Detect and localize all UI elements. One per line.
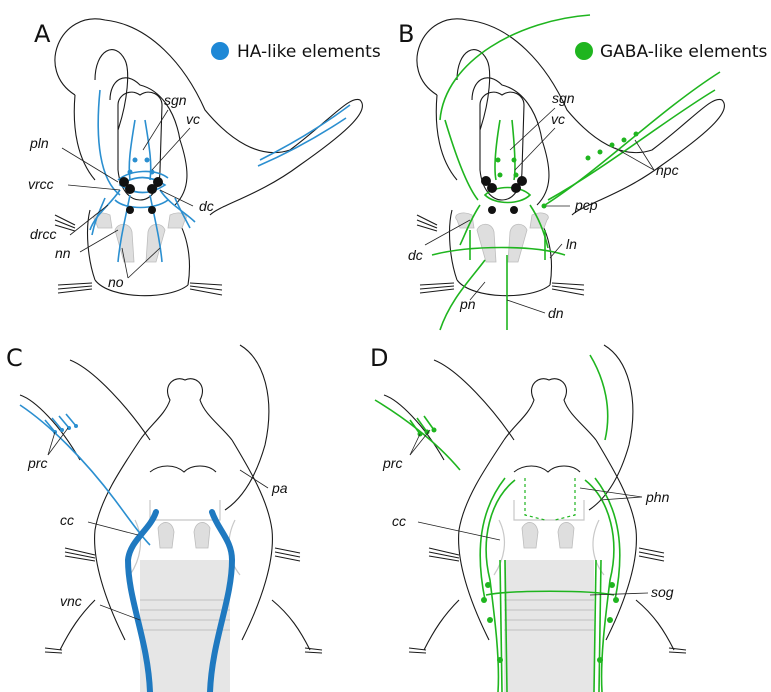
label-drcc: drcc: [30, 226, 56, 242]
label-pa: pa: [271, 480, 288, 496]
label-vc-b: vc: [551, 111, 565, 127]
label-vrcc: vrcc: [28, 176, 54, 192]
label-no: no: [108, 274, 124, 290]
label-prc-c: prc: [27, 455, 47, 471]
label-cc-d: cc: [392, 513, 406, 529]
head-outline-d: [384, 345, 686, 692]
label-vnc: vnc: [60, 593, 82, 609]
panel-letter-a: A: [34, 20, 51, 48]
legend-swatch-gaba: [575, 42, 593, 60]
label-dc-b: dc: [408, 247, 423, 263]
panel-d: D: [370, 344, 686, 692]
label-dn: dn: [548, 305, 564, 321]
label-dc-a: dc: [199, 198, 214, 214]
label-phn: phn: [645, 489, 670, 505]
label-nn: nn: [55, 245, 71, 261]
legend-label-ha: HA-like elements: [237, 42, 381, 62]
label-sgn-b: sgn: [552, 90, 575, 106]
panel-c: C prc pa cc vnc: [6, 344, 322, 692]
label-pn: pn: [459, 296, 476, 312]
black-markers-b: [481, 176, 527, 214]
label-sog: sog: [651, 584, 674, 600]
panel-letter-b: B: [398, 20, 414, 48]
panel-b: B GABA-like elements: [398, 15, 768, 330]
black-markers: [119, 177, 163, 214]
panel-letter-d: D: [370, 344, 388, 372]
label-vc-a: vc: [186, 111, 200, 127]
panel-letter-c: C: [6, 344, 23, 372]
label-cc-c: cc: [60, 512, 74, 528]
legend-label-gaba: GABA-like elements: [600, 42, 768, 62]
label-pln: pln: [29, 135, 49, 151]
label-pcp: pcp: [574, 197, 598, 213]
legend-swatch-ha: [211, 42, 229, 60]
panel-a: A HA-like elements: [28, 19, 381, 296]
label-prc-d: prc: [382, 455, 402, 471]
label-ln: ln: [566, 236, 577, 252]
label-sgn-a: sgn: [164, 92, 187, 108]
label-npc: npc: [656, 162, 679, 178]
